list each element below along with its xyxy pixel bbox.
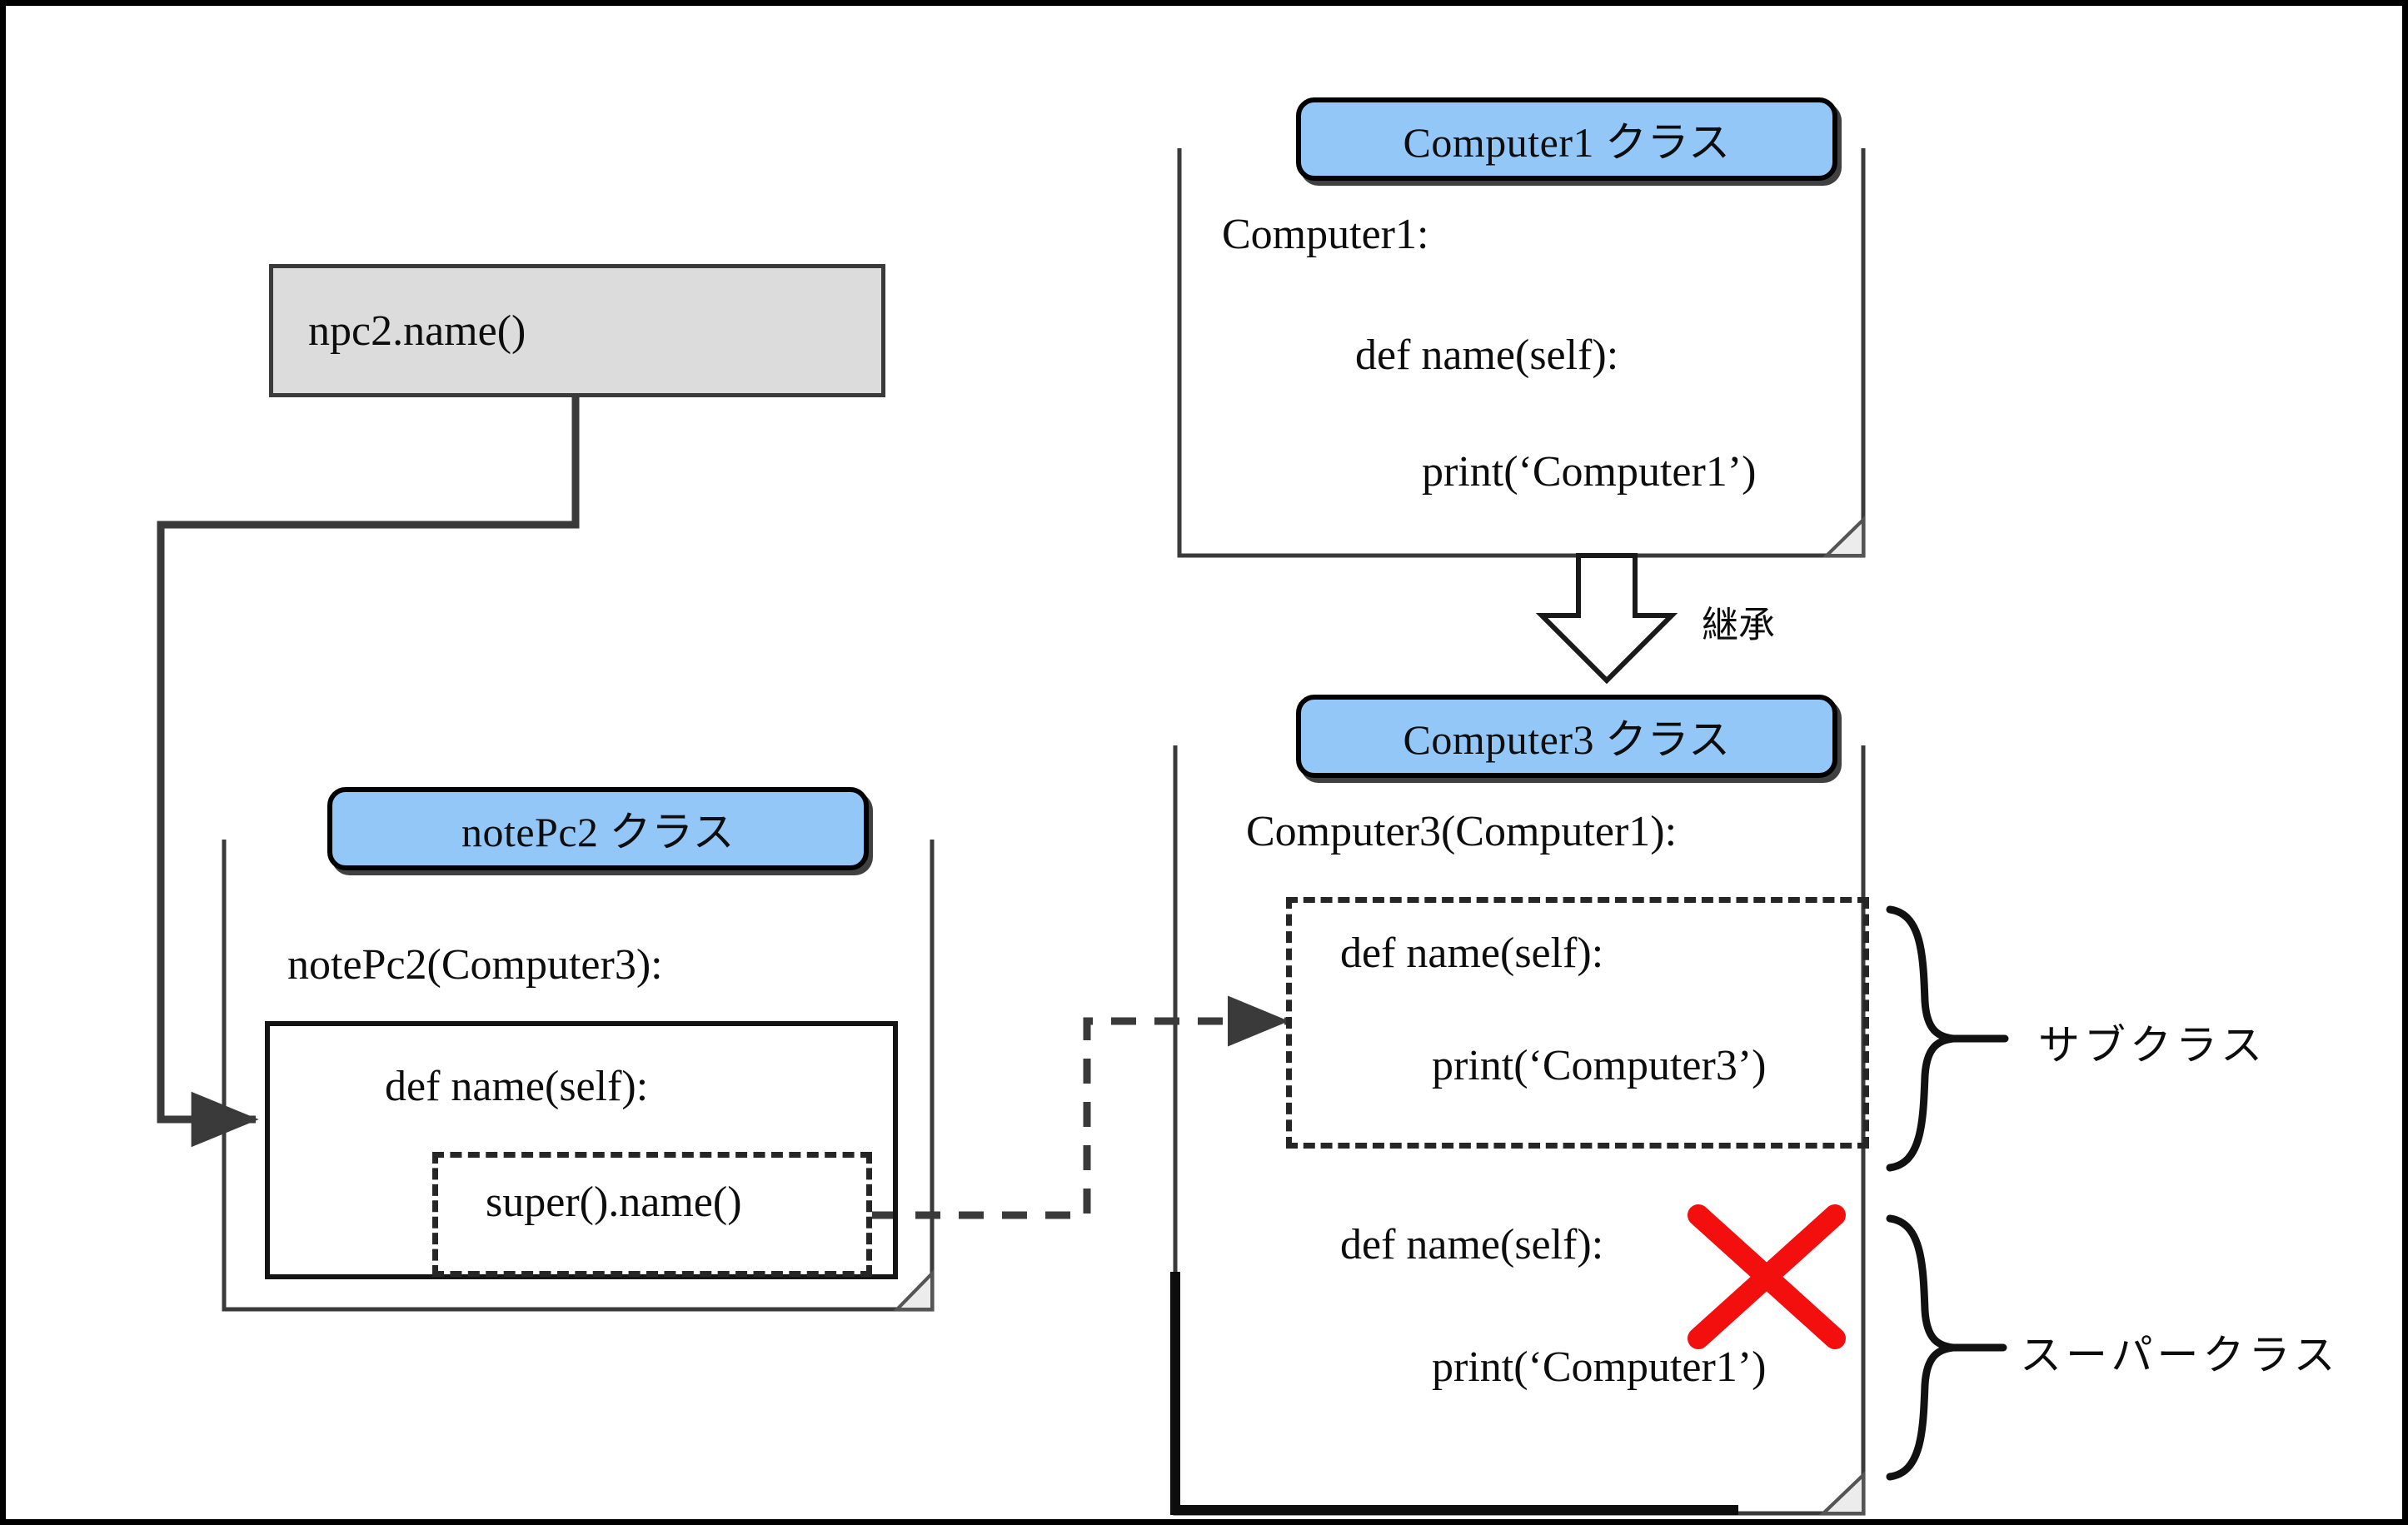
notepc2-declaration: notePc2(Computer3): (287, 941, 663, 989)
class-header-computer3-label: Computer3 クラス (1403, 716, 1731, 763)
computer1-method-print: print(‘Computer1’) (1422, 448, 1757, 496)
superclass-brace (1886, 1214, 2007, 1481)
call-expression-label: npc2.name() (308, 306, 526, 355)
inheritance-block-arrow (1535, 553, 1678, 685)
call-expression-box[interactable]: npc2.name() (269, 264, 885, 397)
overridden-red-cross-icon (1688, 1204, 1846, 1349)
class-header-computer1-label: Computer1 クラス (1403, 119, 1731, 166)
subclass-label: サブクラス (2038, 1021, 2266, 1069)
computer1-method-def: def name(self): (1355, 331, 1619, 379)
notepc2-method-def: def name(self): (385, 1063, 649, 1110)
computer3-subclass-print: print(‘Computer3’) (1432, 1042, 1767, 1089)
class-header-notepc2[interactable]: notePc2 クラス (327, 787, 869, 870)
call-flow-arrow (157, 397, 580, 1148)
superclass-label: スーパークラス (2020, 1331, 2340, 1379)
class-header-computer3[interactable]: Computer3 クラス (1296, 695, 1837, 778)
notepc2-super-call: super().name() (486, 1179, 742, 1226)
class-header-computer1[interactable]: Computer1 クラス (1296, 97, 1837, 181)
computer1-declaration: Computer1: (1222, 211, 1429, 258)
super-call-dashed-arrow (872, 995, 1289, 1219)
computer3-superclass-print: print(‘Computer1’) (1432, 1343, 1767, 1391)
connector-layer (157, 148, 2009, 1516)
computer3-declaration: Computer3(Computer1): (1246, 808, 1678, 855)
notepc2-method-block (265, 1021, 898, 1279)
computer3-superclass-def: def name(self): (1340, 1221, 1604, 1268)
computer3-subclass-def: def name(self): (1340, 929, 1604, 977)
computer3-subclass-method-block (1286, 897, 1869, 1149)
class-header-notepc2-label: notePc2 クラス (461, 809, 735, 855)
inheritance-label: 継承 (1702, 604, 1775, 646)
subclass-brace (1886, 905, 2009, 1172)
notepc2-super-call-block (432, 1152, 872, 1277)
